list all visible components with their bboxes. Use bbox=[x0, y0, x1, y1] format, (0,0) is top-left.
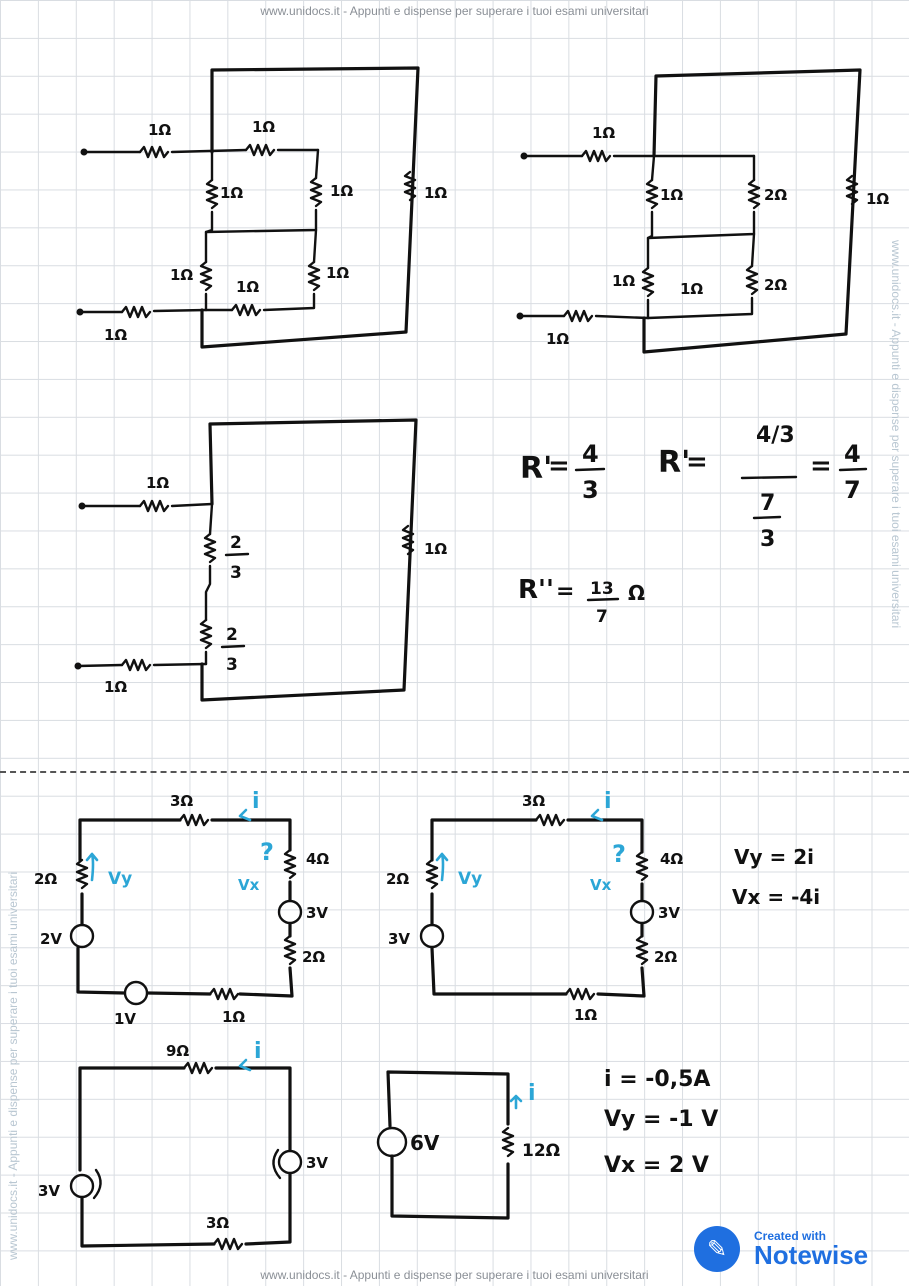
svg-text:=: = bbox=[686, 447, 708, 477]
circuit-p2-1: 3Ω i 2Ω Vy ? Vx 4Ω 3V 2Ω 2V 1V 1Ω bbox=[34, 789, 329, 1028]
label-b-r-in-top: 1Ω bbox=[592, 124, 615, 142]
p2c1-v-right: 3V bbox=[306, 904, 328, 922]
formula-r3-left: R'' bbox=[518, 575, 554, 605]
p2c2-vx: Vx bbox=[590, 876, 612, 894]
p2c1-r-top: 3Ω bbox=[170, 792, 193, 810]
eqs-vy-vx: Vy = 2i Vx = -4i bbox=[732, 845, 820, 909]
formula-r2-left: R' bbox=[658, 445, 690, 480]
label-b-r-v2: 2Ω bbox=[764, 186, 787, 204]
p2c2-v-left: 3V bbox=[388, 930, 410, 948]
p2c1-v-left: 2V bbox=[40, 930, 62, 948]
label-c-frac2-den: 3 bbox=[226, 655, 238, 675]
label-r-v2: 1Ω bbox=[330, 182, 353, 200]
logo-name: Notewise bbox=[754, 1240, 869, 1270]
p2c2-r-top: 3Ω bbox=[522, 792, 545, 810]
page-divider bbox=[0, 771, 909, 773]
label-c-r-in-bot: 1Ω bbox=[104, 678, 127, 696]
formula-r1-left: R' bbox=[520, 451, 552, 486]
circuit-p2-3: 9Ω i 3V 3V 3Ω bbox=[38, 1039, 328, 1251]
p2c3-v-right: 3V bbox=[306, 1154, 328, 1172]
label-b-r-v4: 2Ω bbox=[764, 276, 787, 294]
p2c1-r-right: 4Ω bbox=[306, 850, 329, 868]
p2c1-q: ? bbox=[260, 838, 274, 866]
label-c-r-outer: 1Ω bbox=[424, 540, 447, 558]
p2c2-vy: Vy bbox=[458, 869, 482, 889]
label-c-frac2-num: 2 bbox=[226, 625, 238, 645]
circuit-p2-4: 6V 12Ω i bbox=[376, 1070, 560, 1220]
circuit-p2-2: 3Ω i 2Ω Vy ? Vx 4Ω 3V 2Ω 3V 1Ω bbox=[386, 789, 683, 1024]
p2c2-r-left: 2Ω bbox=[386, 870, 409, 888]
formula-r3-den: 7 bbox=[596, 607, 608, 627]
p2c2-r-right: 4Ω bbox=[660, 850, 683, 868]
p2c3-r-top: 9Ω bbox=[166, 1042, 189, 1060]
result-i: i = -0,5A bbox=[604, 1067, 710, 1092]
formula-r2-bot-num: 7 bbox=[760, 491, 775, 516]
eq-vy: Vy = 2i bbox=[734, 845, 814, 869]
label-b-r-v3: 1Ω bbox=[612, 272, 635, 290]
label-b-r-in-bot: 1Ω bbox=[546, 330, 569, 348]
watermark-bottom: www.unidocs.it - Appunti e dispense per … bbox=[260, 1268, 649, 1282]
watermark-top: www.unidocs.it - Appunti e dispense per … bbox=[260, 4, 649, 18]
eq-vx: Vx = -4i bbox=[732, 885, 820, 909]
label-r-outer: 1Ω bbox=[424, 184, 447, 202]
label-c-frac1-num: 2 bbox=[230, 533, 242, 553]
p2c2-i: i bbox=[604, 789, 612, 814]
label-b-r-outer: 1Ω bbox=[866, 190, 889, 208]
p2c1-r-left: 2Ω bbox=[34, 870, 57, 888]
p2c3-i: i bbox=[254, 1039, 262, 1064]
label-r-v4: 1Ω bbox=[326, 264, 349, 282]
formula-r2-den: 7 bbox=[844, 476, 861, 504]
svg-text:=: = bbox=[548, 451, 570, 481]
p2c4-v: 6V bbox=[410, 1131, 440, 1155]
p2c1-r-right2: 2Ω bbox=[302, 948, 325, 966]
p2c4-i: i bbox=[528, 1081, 536, 1106]
label-c-r-in-top: 1Ω bbox=[146, 474, 169, 492]
p2c1-vx: Vx bbox=[238, 876, 260, 894]
label-r-bot-mid: 1Ω bbox=[236, 278, 259, 296]
formula-r2-bot-den: 3 bbox=[760, 527, 775, 552]
formula-r3-unit: Ω bbox=[628, 581, 645, 605]
notewise-logo: ✎ Created with Notewise bbox=[694, 1226, 868, 1272]
circuit-b: 1Ω 1Ω 2Ω 1Ω 1Ω 1Ω 2Ω 1Ω bbox=[516, 68, 889, 354]
result-vy: Vy = -1 V bbox=[604, 1107, 718, 1132]
svg-text:=: = bbox=[810, 451, 832, 481]
formula-r1-den: 3 bbox=[582, 476, 599, 504]
p2c2-r-right2: 2Ω bbox=[654, 948, 677, 966]
label-c-frac1-den: 3 bbox=[230, 563, 242, 583]
logo-created-with: Created with bbox=[754, 1229, 827, 1243]
formulas: R' = 4 3 R' = 4/3 7 3 = 4 7 R'' = 13 7 Ω bbox=[518, 423, 868, 627]
p2c2-r-bottom: 1Ω bbox=[574, 1006, 597, 1024]
formula-r2-num: 4 bbox=[844, 440, 861, 468]
circuit-a: 1Ω 1Ω 1Ω 1Ω 1Ω 1Ω 1Ω 1Ω 1Ω bbox=[76, 66, 447, 349]
p2c2-q: ? bbox=[612, 840, 626, 868]
label-r-top-mid: 1Ω bbox=[252, 118, 275, 136]
p2c3-v-left: 3V bbox=[38, 1182, 60, 1200]
p2c4-r: 12Ω bbox=[522, 1141, 560, 1161]
p2c1-v-bottom: 1V bbox=[114, 1010, 136, 1028]
p2c1-r-bottom: 1Ω bbox=[222, 1008, 245, 1026]
label-r-in-top: 1Ω bbox=[148, 121, 171, 139]
formula-r3-num: 13 bbox=[590, 579, 614, 599]
result-vx: Vx = 2 V bbox=[604, 1153, 709, 1178]
label-r-v1: 1Ω bbox=[220, 184, 243, 202]
svg-text:=: = bbox=[556, 579, 574, 604]
results: i = -0,5A Vy = -1 V Vx = 2 V bbox=[604, 1067, 718, 1178]
p2c2-v-right: 3V bbox=[658, 904, 680, 922]
formula-r2-top: 4/3 bbox=[756, 423, 795, 448]
p2c3-r-bottom: 3Ω bbox=[206, 1214, 229, 1232]
p2c1-vy: Vy bbox=[108, 869, 132, 889]
p2c1-i: i bbox=[252, 789, 260, 814]
pencil-icon: ✎ bbox=[694, 1226, 740, 1272]
label-b-r-v1: 1Ω bbox=[660, 186, 683, 204]
circuit-c: 1Ω 2 3 2 3 1Ω 1Ω bbox=[74, 418, 447, 702]
label-r-in-bot: 1Ω bbox=[104, 326, 127, 344]
formula-r1-num: 4 bbox=[582, 440, 599, 468]
label-b-r-bot-mid: 1Ω bbox=[680, 280, 703, 298]
label-r-v3: 1Ω bbox=[170, 266, 193, 284]
